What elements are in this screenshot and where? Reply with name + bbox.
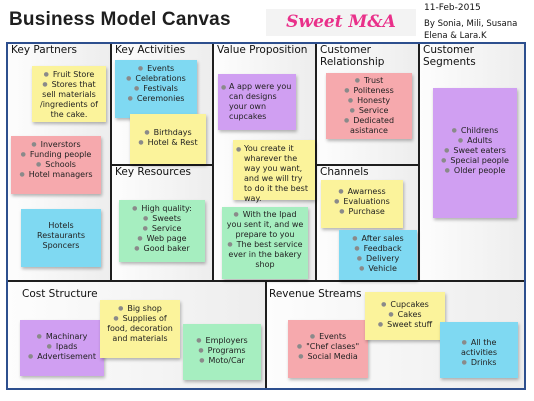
note-item: Cupcakes	[368, 300, 442, 310]
note-item: Moto/Car	[186, 356, 258, 366]
team-name-banner: Sweet M&A	[266, 9, 416, 36]
note-item: Employers	[186, 336, 258, 346]
note-high-quality: High quality: Sweets Service Web page Go…	[119, 200, 205, 262]
note-item: Big shop	[103, 304, 177, 314]
note-item: Trust	[329, 76, 409, 86]
note-item: Social Media	[291, 352, 365, 362]
note-item: Dedicated asistance	[329, 116, 409, 136]
note-item: The best service ever in the bakery shop	[225, 240, 305, 270]
note-item: All the activities	[443, 338, 515, 358]
section-title: Key Partners	[11, 44, 78, 56]
note-item: Honesty	[329, 96, 409, 106]
section-title: Key Resources	[115, 166, 191, 178]
note-item: Purchase	[324, 207, 400, 217]
note-awarness: Awarness Evaluations Purchase	[321, 180, 403, 228]
note-item: Politeness	[329, 86, 409, 96]
note-item: Birthdays	[133, 128, 203, 138]
note-item: Events	[291, 332, 365, 342]
note-machinary: Machinary Ipads Advertisement	[20, 320, 104, 376]
note-item: Inverstors	[14, 140, 98, 150]
note-paragraph: A app were you can designs your own cupc…	[221, 82, 293, 122]
note-item: Special people	[436, 156, 514, 166]
note-employers: Employers Programs Moto/Car	[183, 324, 261, 380]
note-fruit-store: Fruit Store Stores that sell materials /…	[32, 66, 106, 122]
note-item: Service	[122, 224, 202, 234]
note-item: Fruit Store	[35, 70, 103, 80]
note-rev-events: Events "Chef clases" Social Media	[288, 320, 368, 378]
note-create: You create it wharever the way you want,…	[233, 140, 315, 203]
note-item: With the Ipad you sent it, and we prepar…	[225, 210, 305, 240]
note-item: Good baker	[122, 244, 202, 254]
note-after-sales: After sales Feedback Delivery Vehicle	[339, 230, 417, 280]
note-item: Cakes	[368, 310, 442, 320]
note-item: Evaluations	[324, 197, 400, 207]
note-item: Stores that sell materials /ingredients …	[35, 80, 103, 120]
note-item: Sweets	[122, 214, 202, 224]
note-line: Hotels	[48, 221, 74, 230]
note-paragraph: You create it wharever the way you want,…	[236, 144, 312, 204]
date-label: 11-Feb-2015	[424, 3, 481, 13]
note-item: Advertisement	[23, 352, 101, 362]
note-line: Restaurants	[37, 231, 85, 240]
note-item: "Chef clases"	[291, 342, 365, 352]
note-item: Machinary	[23, 332, 101, 342]
note-item: Ceremonies	[118, 94, 194, 104]
note-item: Hotel managers	[14, 170, 98, 180]
authors-label: By Sonia, Mili, Susana Elena & Lara.K	[424, 18, 534, 42]
note-item: Childrens	[436, 126, 514, 136]
section-title: Cost Structure	[22, 288, 98, 300]
note-ipad: With the Ipad you sent it, and we prepar…	[222, 207, 308, 279]
note-item: Celebrations	[118, 74, 194, 84]
section-title: Revenue Streams	[269, 288, 362, 300]
note-item: Service	[329, 106, 409, 116]
note-item: Hotel & Rest	[133, 138, 203, 148]
note-line: Sponcers	[42, 241, 80, 250]
note-item: Sweet stuff	[368, 320, 442, 330]
note-item: Ipads	[23, 342, 101, 352]
note-birthdays: Birthdays Hotel & Rest	[130, 114, 206, 164]
authors-line-1: By Sonia, Mili, Susana	[424, 19, 518, 29]
note-item: Schools	[14, 160, 98, 170]
note-trust: Trust Politeness Honesty Service Dedicat…	[326, 73, 412, 139]
note-item: Awarness	[324, 187, 400, 197]
note-app: A app were you can designs your own cupc…	[218, 74, 296, 130]
note-item: Sweet eaters	[436, 146, 514, 156]
note-item: Programs	[186, 346, 258, 356]
section-title: Value Proposition	[217, 44, 308, 56]
section-title: Channels	[320, 166, 369, 178]
page-title: Business Model Canvas	[9, 9, 231, 30]
note-events: Events Celebrations Festivals Ceremonies	[115, 60, 197, 118]
note-item: Events	[118, 64, 194, 74]
note-item: Drinks	[443, 358, 515, 368]
canvas-board: Key Partners Key Activities Key Resource…	[6, 42, 526, 390]
note-item: Web page	[122, 234, 202, 244]
note-investors: Inverstors Funding people Schools Hotel …	[11, 136, 101, 194]
authors-line-2: Elena & Lara.K	[424, 31, 487, 41]
section-title: Customer Segments	[423, 44, 476, 68]
note-item: Adults	[436, 136, 514, 146]
note-item: Delivery	[342, 254, 414, 264]
note-item: Funding people	[14, 150, 98, 160]
note-childrens: Childrens Adults Sweet eaters Special pe…	[433, 88, 517, 218]
note-item: After sales	[342, 234, 414, 244]
note-item: High quality:	[122, 204, 202, 214]
note-cupcakes: Cupcakes Cakes Sweet stuff	[365, 292, 445, 340]
note-big-shop: Big shop Supplies of food, decoration an…	[100, 300, 180, 358]
section-title: Customer Relationship	[320, 44, 385, 68]
note-item: Older people	[436, 166, 514, 176]
note-item: Vehicle	[342, 264, 414, 274]
note-item: Supplies of food, decoration and materia…	[103, 314, 177, 344]
note-item: Festivals	[118, 84, 194, 94]
note-all-activities: All the activities Drinks	[440, 322, 518, 378]
note-item: Feedback	[342, 244, 414, 254]
note-hotels: Hotels Restaurants Sponcers	[21, 209, 101, 267]
section-title: Key Activities	[115, 44, 186, 56]
